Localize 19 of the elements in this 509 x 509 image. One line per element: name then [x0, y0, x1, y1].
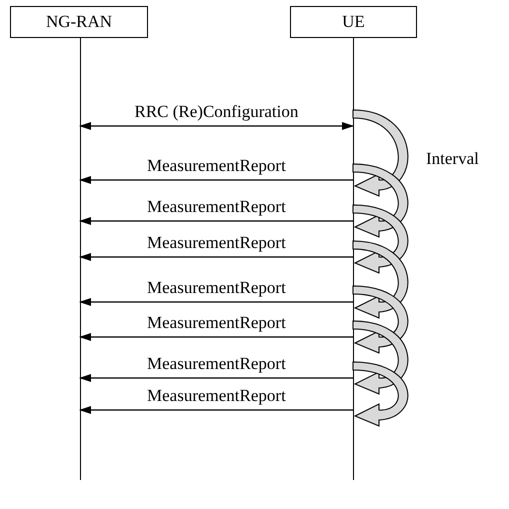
message-arrow [79, 333, 353, 341]
message-arrow [79, 217, 353, 225]
message-label: MeasurementReport [146, 279, 287, 297]
message-label: MeasurementReport [146, 157, 287, 175]
interval-label: Interval [425, 150, 480, 168]
message-arrow [79, 298, 353, 306]
participant-box: UE [290, 6, 417, 38]
message-arrow [79, 406, 353, 414]
message-label: MeasurementReport [146, 234, 287, 252]
message-arrow [79, 253, 353, 261]
message-label: MeasurementReport [146, 198, 287, 216]
message-arrow [79, 374, 353, 382]
message-arrow [79, 176, 353, 184]
message-label: MeasurementReport [146, 314, 287, 332]
participant-box: NG-RAN [10, 6, 148, 38]
message-label: MeasurementReport [146, 355, 287, 373]
message-label: MeasurementReport [146, 387, 287, 405]
message-label: RRC (Re)Configuration [134, 103, 300, 121]
message-arrow [79, 122, 354, 130]
